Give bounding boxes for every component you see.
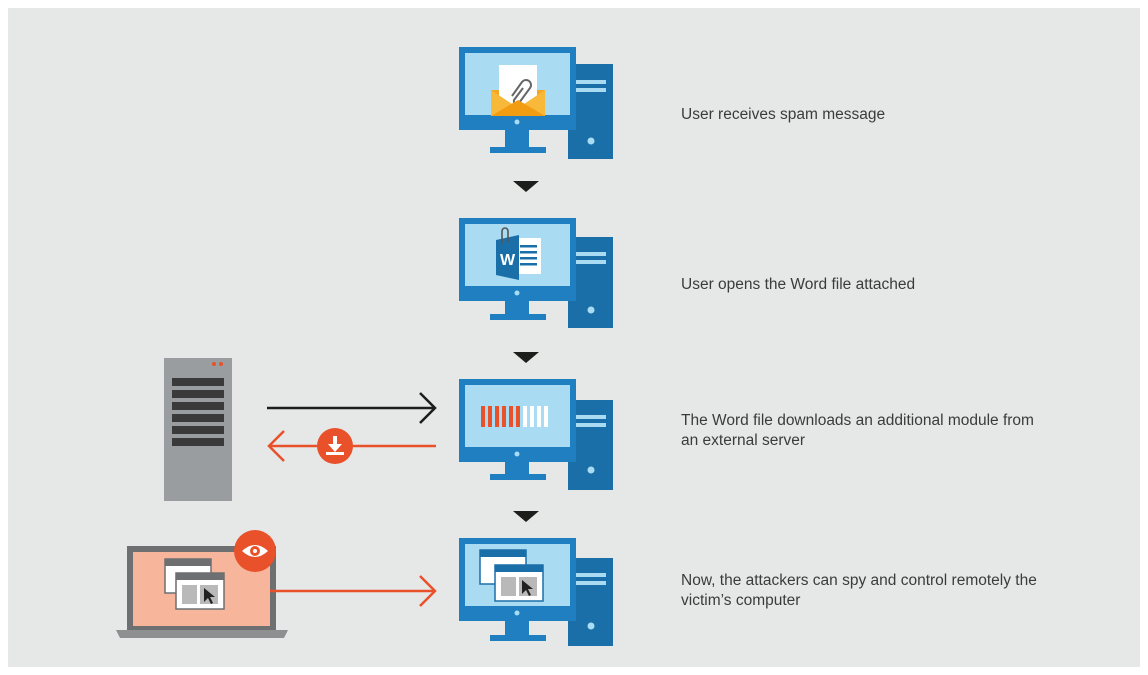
diagram-canvas: W [116, 47, 613, 646]
down-arrow-3 [513, 511, 539, 522]
eye-spy-icon [234, 530, 276, 572]
external-server-icon [164, 358, 232, 501]
word-icon-letter: W [500, 252, 516, 269]
computer-step-3 [459, 379, 613, 490]
computer-step-2: W [459, 218, 613, 328]
envelope-attachment-icon [491, 65, 545, 116]
computer-step-1 [459, 47, 613, 159]
attack-flow-diagram: W [8, 8, 1140, 667]
down-arrow-1 [513, 181, 539, 192]
download-arrow [267, 428, 436, 464]
step-4-text: Now, the attackers can spy and control r… [681, 572, 1037, 609]
request-arrow [267, 392, 437, 424]
down-arrow-2 [513, 352, 539, 363]
step-1-text: User receives spam message [681, 106, 886, 123]
computer-step-4 [459, 538, 613, 646]
step-3-text: The Word file downloads an additional mo… [681, 412, 1034, 449]
word-document-icon: W [496, 227, 541, 280]
download-progress-icon [481, 406, 548, 427]
remote-windows-icon [479, 549, 544, 602]
step-2-text: User opens the Word file attached [681, 276, 916, 293]
control-arrow [270, 575, 437, 607]
